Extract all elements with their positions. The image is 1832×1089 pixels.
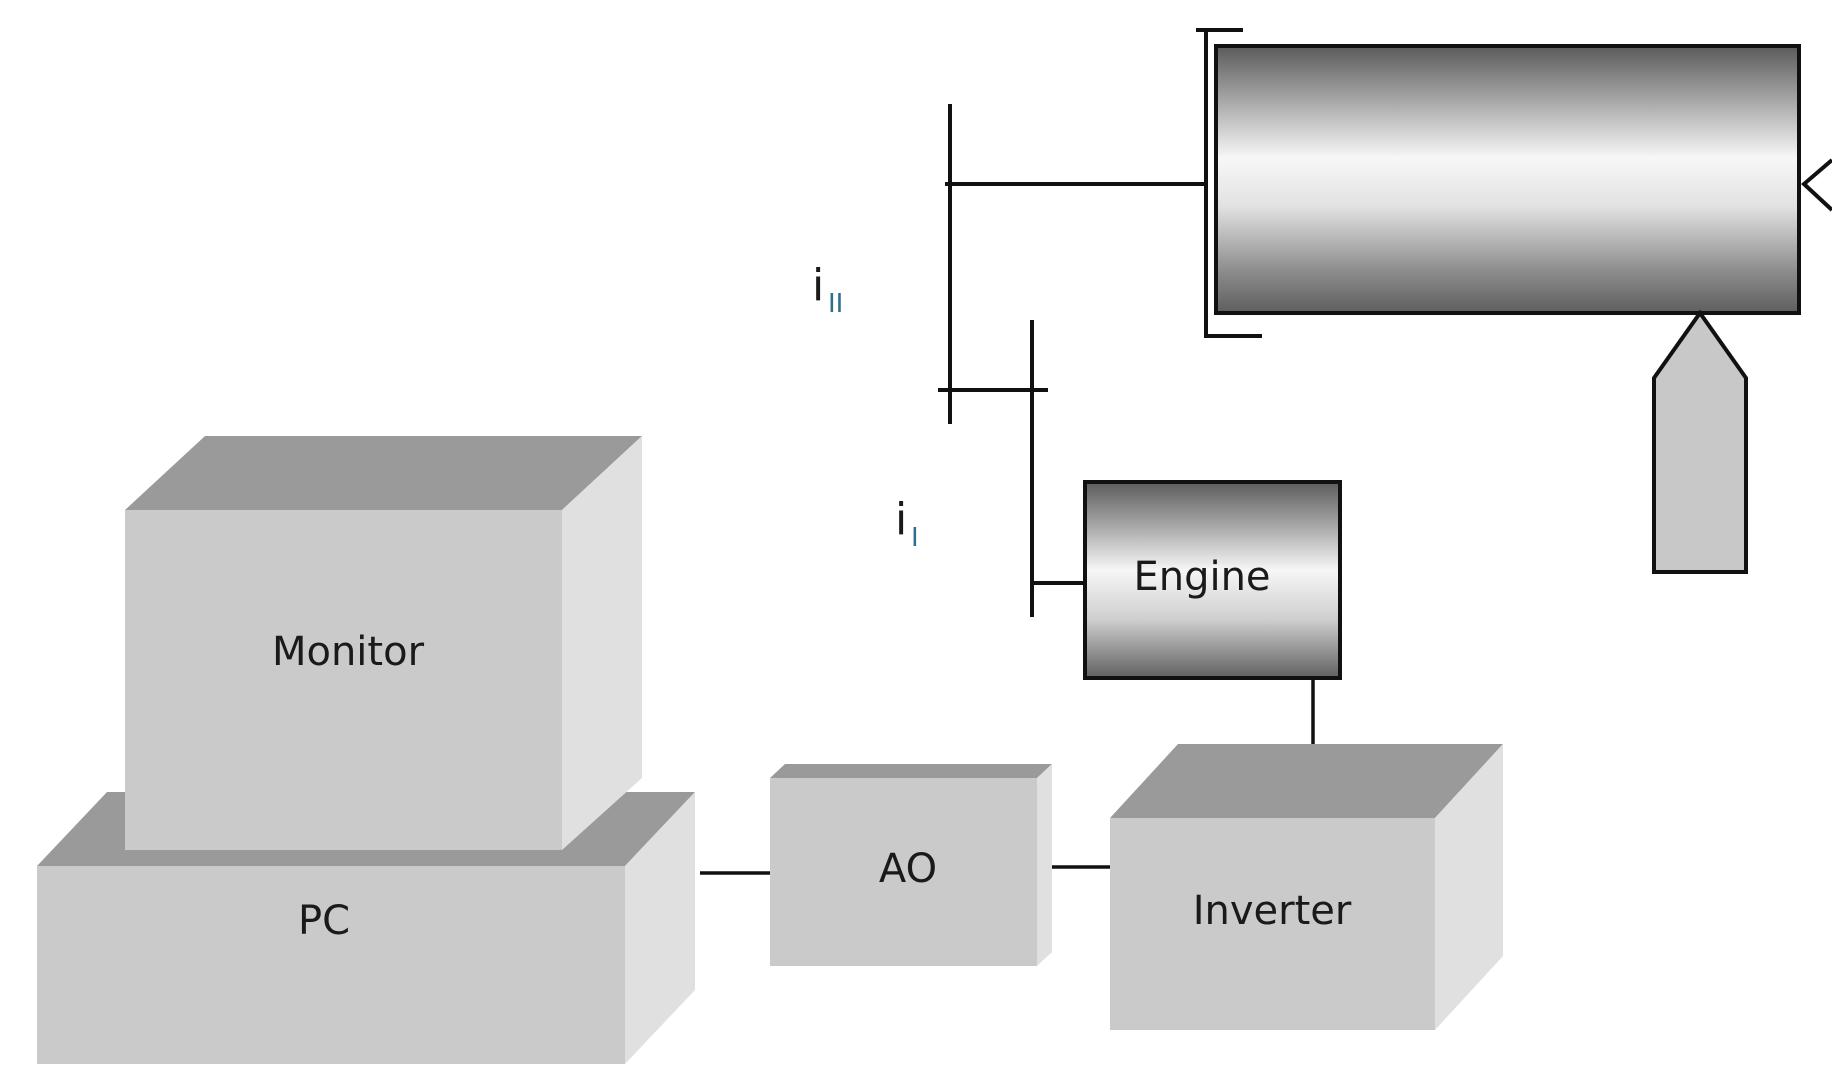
inverter-label: Inverter — [1193, 888, 1352, 934]
inverter-box-side — [1435, 744, 1503, 1030]
drum-assembly — [1196, 28, 1832, 574]
ratio-i-sub: I — [911, 523, 919, 553]
gear-train — [938, 104, 1206, 617]
drum-support — [1652, 309, 1748, 574]
pc-box-side — [625, 792, 695, 1064]
pc-box-front — [37, 866, 625, 1064]
ratio-ii-main: i — [812, 260, 824, 311]
pc-label: PC — [298, 898, 350, 944]
ratio-label-ii: i II — [812, 260, 843, 319]
monitor-box: Monitor — [125, 436, 642, 850]
ao-box-front — [770, 778, 1037, 966]
ao-box: AO — [770, 764, 1052, 966]
engine-body — [1083, 480, 1342, 680]
drum-bracket-side — [1204, 30, 1262, 338]
ao-box-top — [770, 764, 1052, 778]
monitor-box-top — [125, 436, 642, 510]
monitor-box-front — [125, 510, 562, 850]
ao-label: AO — [879, 846, 937, 892]
monitor-label: Monitor — [272, 629, 425, 675]
inverter-box-front — [1110, 818, 1435, 1030]
drum-end-pointer — [1800, 158, 1832, 212]
inverter-box-top — [1110, 744, 1503, 818]
monitor-box-side — [562, 436, 642, 850]
engine-block: Engine — [1083, 480, 1342, 680]
ratio-ii-sub: II — [828, 289, 843, 319]
ratio-label-i: i I — [895, 494, 919, 553]
drum-body — [1214, 44, 1801, 315]
ao-box-side — [1037, 764, 1052, 966]
inverter-box: Inverter — [1110, 744, 1503, 1030]
ratio-i-main: i — [895, 494, 907, 545]
engine-label: Engine — [1133, 554, 1270, 600]
